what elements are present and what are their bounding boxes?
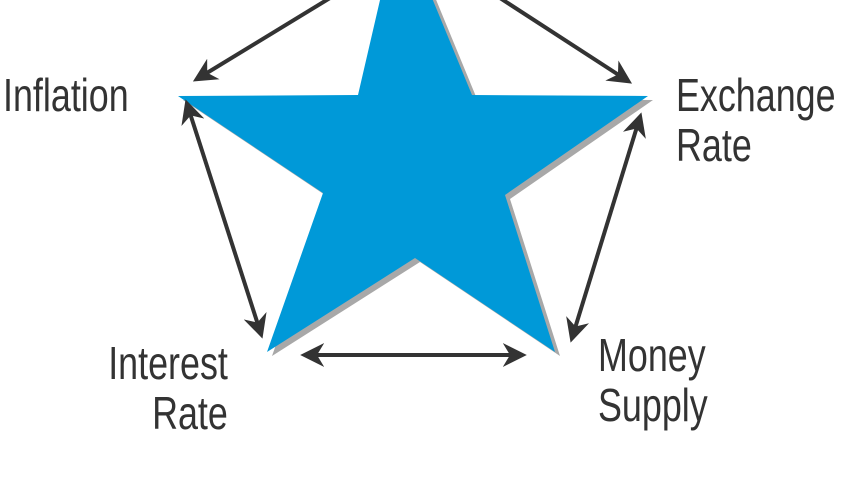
label-exchange-rate-line1: Exchange (676, 69, 836, 121)
label-interest-rate-line1: Interest (108, 337, 228, 389)
star (178, 0, 648, 352)
label-interest-rate: Interest Rate (82, 338, 228, 438)
arrow-exchange-money (566, 112, 646, 343)
label-exchange-rate-line2: Rate (676, 119, 752, 171)
label-money-supply-line2: Supply (598, 379, 708, 431)
label-interest-rate-line2: Rate (152, 387, 228, 439)
arrow-inflation-interest (181, 99, 267, 339)
arrow-top-left (192, 0, 331, 82)
label-money-supply: Money Supply (598, 330, 708, 430)
label-money-supply-line1: Money (598, 329, 706, 381)
label-exchange-rate: Exchange Rate (676, 70, 836, 170)
arrow-top-right (499, 0, 633, 84)
label-inflation: Inflation (3, 69, 129, 121)
